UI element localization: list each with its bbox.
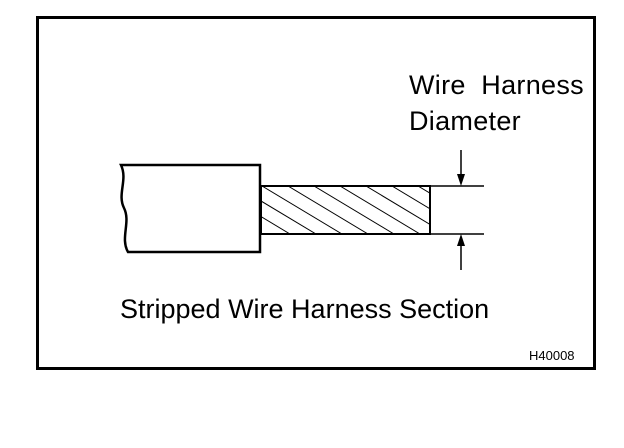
diagram-caption: Stripped Wire Harness Section [120,294,490,324]
figure-code: H40008 [529,348,575,363]
dimension-arrow-bottom [457,234,465,270]
figure-frame [36,16,596,370]
stripped-conductor [260,185,431,235]
cable-insulation [119,163,262,254]
dimension-arrow-top [457,150,465,186]
dimension-label-line1: Wire Harness [409,70,584,100]
dimension-label-line2: Diameter [409,106,521,136]
